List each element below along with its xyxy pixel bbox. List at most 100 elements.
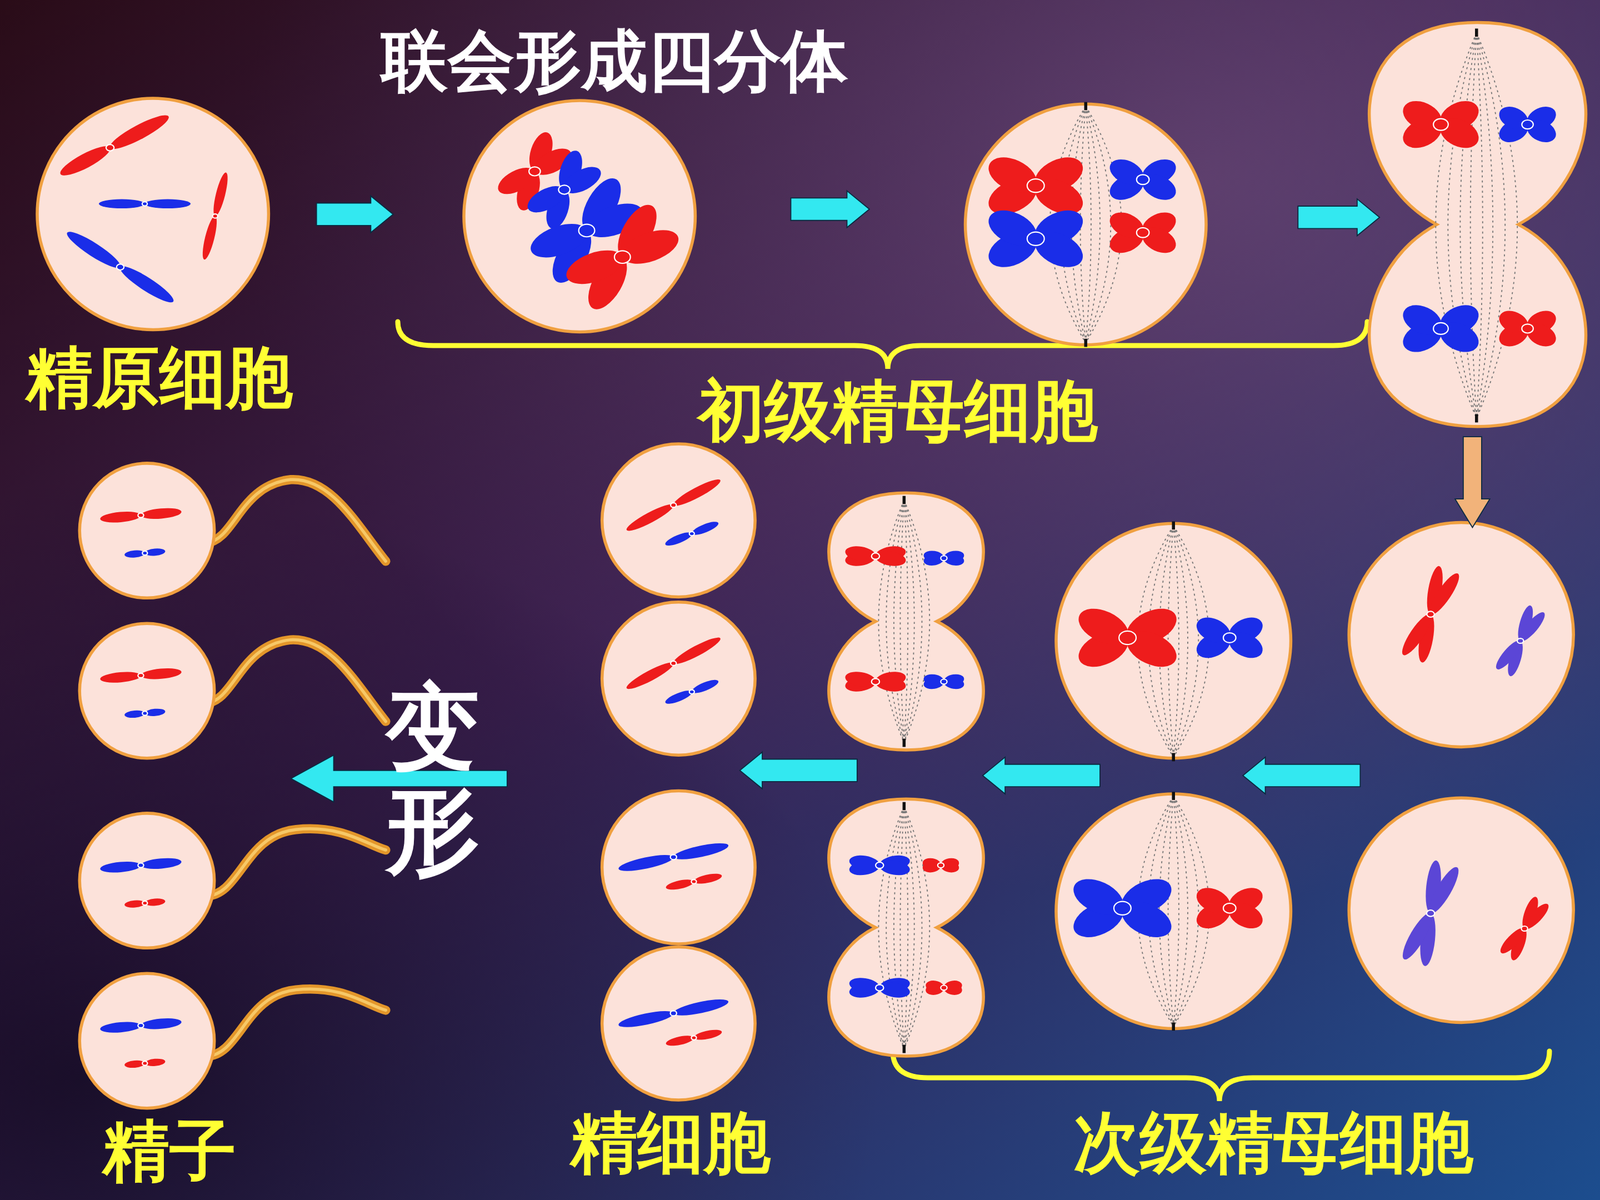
cell-membrane xyxy=(1056,793,1291,1029)
centromere xyxy=(137,513,144,518)
chromatid-arm xyxy=(874,674,907,694)
cell-membrane xyxy=(965,103,1207,345)
chromatid-arm xyxy=(848,976,881,995)
spindle-fiber xyxy=(1173,525,1188,758)
sperm-tail-highlight xyxy=(206,828,386,897)
sperm-tail xyxy=(206,828,386,897)
centromere xyxy=(578,224,595,238)
chromatid-arm xyxy=(1397,909,1437,963)
chromatid-arm xyxy=(1497,924,1529,957)
chromatid-arm xyxy=(617,223,684,271)
centrosome xyxy=(1171,1022,1175,1031)
spindle-fiber xyxy=(1085,106,1111,343)
centromere xyxy=(142,202,148,207)
process-label: 联会形成四分体 xyxy=(381,21,848,102)
stage-label: 精原细胞 xyxy=(26,337,293,418)
centromere xyxy=(137,673,144,678)
chromatid-arm xyxy=(1397,610,1437,659)
spindle-fiber xyxy=(1476,32,1518,419)
centromere xyxy=(1136,174,1150,185)
cell-membrane xyxy=(1348,797,1574,1023)
spindle-fiber xyxy=(1476,32,1483,419)
sperm-head xyxy=(79,463,214,598)
cell xyxy=(1348,797,1574,1023)
sperm xyxy=(79,813,386,948)
sperm-tail xyxy=(206,640,386,722)
chromatid-arm xyxy=(672,840,730,863)
sperm-tail-highlight xyxy=(206,479,386,562)
spindle-fiber xyxy=(1173,796,1179,1027)
dividing-cell-membrane xyxy=(1369,22,1587,427)
cell xyxy=(602,602,756,756)
step-arrow xyxy=(740,752,858,789)
spindle-fiber xyxy=(903,500,922,743)
spindle-fiber xyxy=(1173,525,1179,758)
centromere xyxy=(1223,632,1237,643)
centromere xyxy=(670,1010,677,1016)
spindle-fiber xyxy=(878,500,904,743)
centromere xyxy=(106,145,114,152)
cell xyxy=(1348,522,1574,747)
sperm-head xyxy=(79,623,214,758)
sperm-tail xyxy=(206,988,386,1057)
centromere xyxy=(1521,323,1534,333)
chromatid-arm xyxy=(878,858,911,878)
step-arrow xyxy=(982,757,1100,794)
spindle-fiber xyxy=(1085,106,1092,343)
spermatogonium-cell: 精原细胞 xyxy=(35,96,270,332)
sperm xyxy=(79,623,386,758)
spindle-fiber xyxy=(900,806,904,1049)
chromatid-arm xyxy=(140,1016,183,1031)
centromere xyxy=(1433,118,1449,131)
spindle-fiber xyxy=(903,500,908,743)
chromatid-arm xyxy=(843,544,877,564)
chromatid-arm xyxy=(874,548,907,568)
cell-membrane xyxy=(602,790,756,944)
chromosomes xyxy=(493,129,683,316)
chromatid-arm xyxy=(672,996,730,1019)
centromere xyxy=(142,551,148,555)
centromere xyxy=(1521,120,1534,129)
centrosome xyxy=(1171,753,1175,762)
spindle-fiber xyxy=(903,806,908,1049)
spindle-fiber xyxy=(1173,796,1199,1027)
stage-label: 精子 xyxy=(102,1111,237,1192)
centrosome xyxy=(1475,414,1479,423)
centromere xyxy=(871,678,880,685)
cell-membrane xyxy=(602,602,756,756)
chromatid-arm xyxy=(561,243,628,292)
centrosome xyxy=(1084,102,1088,111)
dividing-cell-membrane xyxy=(828,798,984,1057)
stage-label: 精细胞 xyxy=(570,1102,771,1183)
arrow-shape xyxy=(316,196,394,233)
chromatid-arm xyxy=(140,666,183,681)
centromere xyxy=(670,502,677,508)
cell-membrane xyxy=(37,98,269,330)
centromere xyxy=(558,185,570,195)
chromatid-arm xyxy=(145,199,192,209)
chromatid-arm xyxy=(57,141,114,181)
centromere xyxy=(137,1023,144,1028)
chromatid-arm xyxy=(140,856,183,871)
chromatid-arm xyxy=(878,980,911,1000)
chromatid-arm xyxy=(617,851,675,875)
sperm-tail-highlight xyxy=(206,988,386,1057)
centromere xyxy=(1027,232,1045,246)
dividing-cell-membrane xyxy=(828,492,984,750)
spindle-fiber xyxy=(903,806,922,1049)
centromere xyxy=(528,166,541,176)
centrosome xyxy=(1171,791,1175,800)
centromere xyxy=(142,901,148,905)
cell-illustrations xyxy=(79,22,1586,1108)
sperm-tail xyxy=(206,479,386,562)
spindle-fiber xyxy=(1085,106,1100,343)
spindle-fiber xyxy=(1173,796,1188,1027)
cell xyxy=(1056,521,1291,762)
step-arrow xyxy=(1455,436,1490,528)
cell xyxy=(1369,22,1587,427)
chromatid-arm xyxy=(692,871,723,886)
chromatid-arm xyxy=(99,510,142,524)
